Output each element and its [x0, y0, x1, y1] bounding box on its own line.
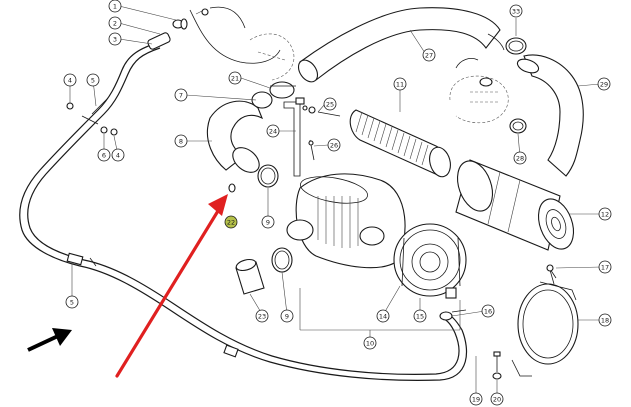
svg-text:19: 19	[472, 396, 480, 404]
svg-text:23: 23	[258, 313, 266, 321]
callout-29: 29	[597, 77, 611, 91]
clamp-33	[505, 37, 527, 55]
engine-housing	[189, 6, 295, 81]
callout-25: 25	[323, 97, 337, 111]
svg-text:3: 3	[113, 36, 117, 44]
svg-text:10: 10	[366, 340, 374, 348]
callout-9a: 9	[261, 215, 275, 229]
svg-text:1: 1	[113, 3, 117, 11]
callout-22: 22	[224, 215, 238, 229]
svg-text:18: 18	[601, 317, 609, 325]
svg-text:14: 14	[379, 313, 387, 321]
main-filter-12	[455, 159, 575, 251]
svg-text:27: 27	[425, 52, 433, 60]
svg-text:4: 4	[116, 152, 120, 160]
bolt-17	[546, 264, 555, 285]
svg-text:12: 12	[601, 211, 609, 219]
callout-4b: 4	[111, 148, 125, 162]
svg-text:8: 8	[179, 138, 183, 146]
fittings-1-2-3	[147, 8, 209, 50]
callout-10: 10	[363, 336, 377, 350]
air-cleaner-housing-10	[286, 173, 461, 331]
callout-11: 11	[393, 77, 407, 91]
pipe-29	[516, 54, 584, 177]
callout-28: 28	[513, 151, 527, 165]
svg-text:7: 7	[179, 92, 183, 100]
clamp-9-lower	[271, 247, 293, 273]
svg-text:17: 17	[601, 264, 609, 272]
ring-22	[228, 183, 236, 193]
callout-14: 14	[376, 309, 390, 323]
bracket-24	[283, 97, 341, 177]
clamp-9-upper	[257, 164, 279, 188]
callout-33: 33	[509, 4, 523, 18]
cover-14-15	[393, 223, 467, 299]
callout-21: 21	[228, 71, 242, 85]
callout-9b: 9	[280, 309, 294, 323]
svg-text:9: 9	[266, 219, 270, 227]
callout-20: 20	[490, 392, 504, 406]
callout-5a: 5	[86, 73, 100, 87]
svg-text:28: 28	[516, 155, 524, 163]
red-pointer-arrow	[115, 194, 228, 378]
svg-text:4: 4	[68, 77, 72, 85]
callout-2: 2	[108, 16, 122, 30]
callout-24: 24	[266, 124, 280, 138]
svg-text:11: 11	[396, 81, 404, 89]
turbo-area	[449, 58, 527, 134]
svg-text:26: 26	[330, 142, 338, 150]
bolt-19-20	[492, 351, 502, 380]
svg-text:20: 20	[493, 396, 501, 404]
callout-6: 6	[97, 148, 111, 162]
svg-text:33: 33	[512, 8, 520, 16]
svg-text:16: 16	[484, 308, 492, 316]
svg-text:15: 15	[416, 313, 424, 321]
flow-direction-arrow	[27, 328, 72, 352]
callout-16: 16	[481, 304, 495, 318]
red-arrow-head	[208, 194, 228, 216]
pipe-27	[297, 7, 505, 83]
fitting-16	[439, 309, 467, 321]
svg-text:22: 22	[227, 219, 235, 227]
svg-text:25: 25	[326, 101, 334, 109]
svg-text:29: 29	[600, 81, 608, 89]
callout-26: 26	[327, 138, 341, 152]
callout-5b: 5	[65, 295, 79, 309]
svg-text:2: 2	[113, 20, 117, 28]
callout-19: 19	[469, 392, 483, 406]
svg-text:24: 24	[269, 128, 277, 136]
bracket-18	[511, 265, 579, 377]
hose-5	[19, 41, 468, 381]
callout-23: 23	[255, 309, 269, 323]
callout-8: 8	[174, 134, 188, 148]
svg-text:21: 21	[231, 75, 239, 83]
svg-text:5: 5	[70, 299, 74, 307]
sleeve-23	[235, 258, 265, 295]
callout-18: 18	[598, 313, 612, 327]
hose-8	[206, 81, 296, 173]
safety-filter-11	[349, 109, 451, 178]
red-arrow-shaft	[115, 204, 223, 378]
callout-1: 1	[108, 0, 122, 13]
callout-4a: 4	[63, 73, 77, 87]
callout-12: 12	[598, 207, 612, 221]
callout-15: 15	[413, 309, 427, 323]
callout-17: 17	[598, 260, 612, 274]
small-parts-4-6	[66, 102, 118, 136]
svg-text:5: 5	[91, 77, 95, 85]
callout-27: 27	[422, 48, 436, 62]
callout-7: 7	[174, 88, 188, 102]
svg-text:9: 9	[285, 313, 289, 321]
svg-text:6: 6	[102, 152, 106, 160]
callout-3: 3	[108, 32, 122, 46]
